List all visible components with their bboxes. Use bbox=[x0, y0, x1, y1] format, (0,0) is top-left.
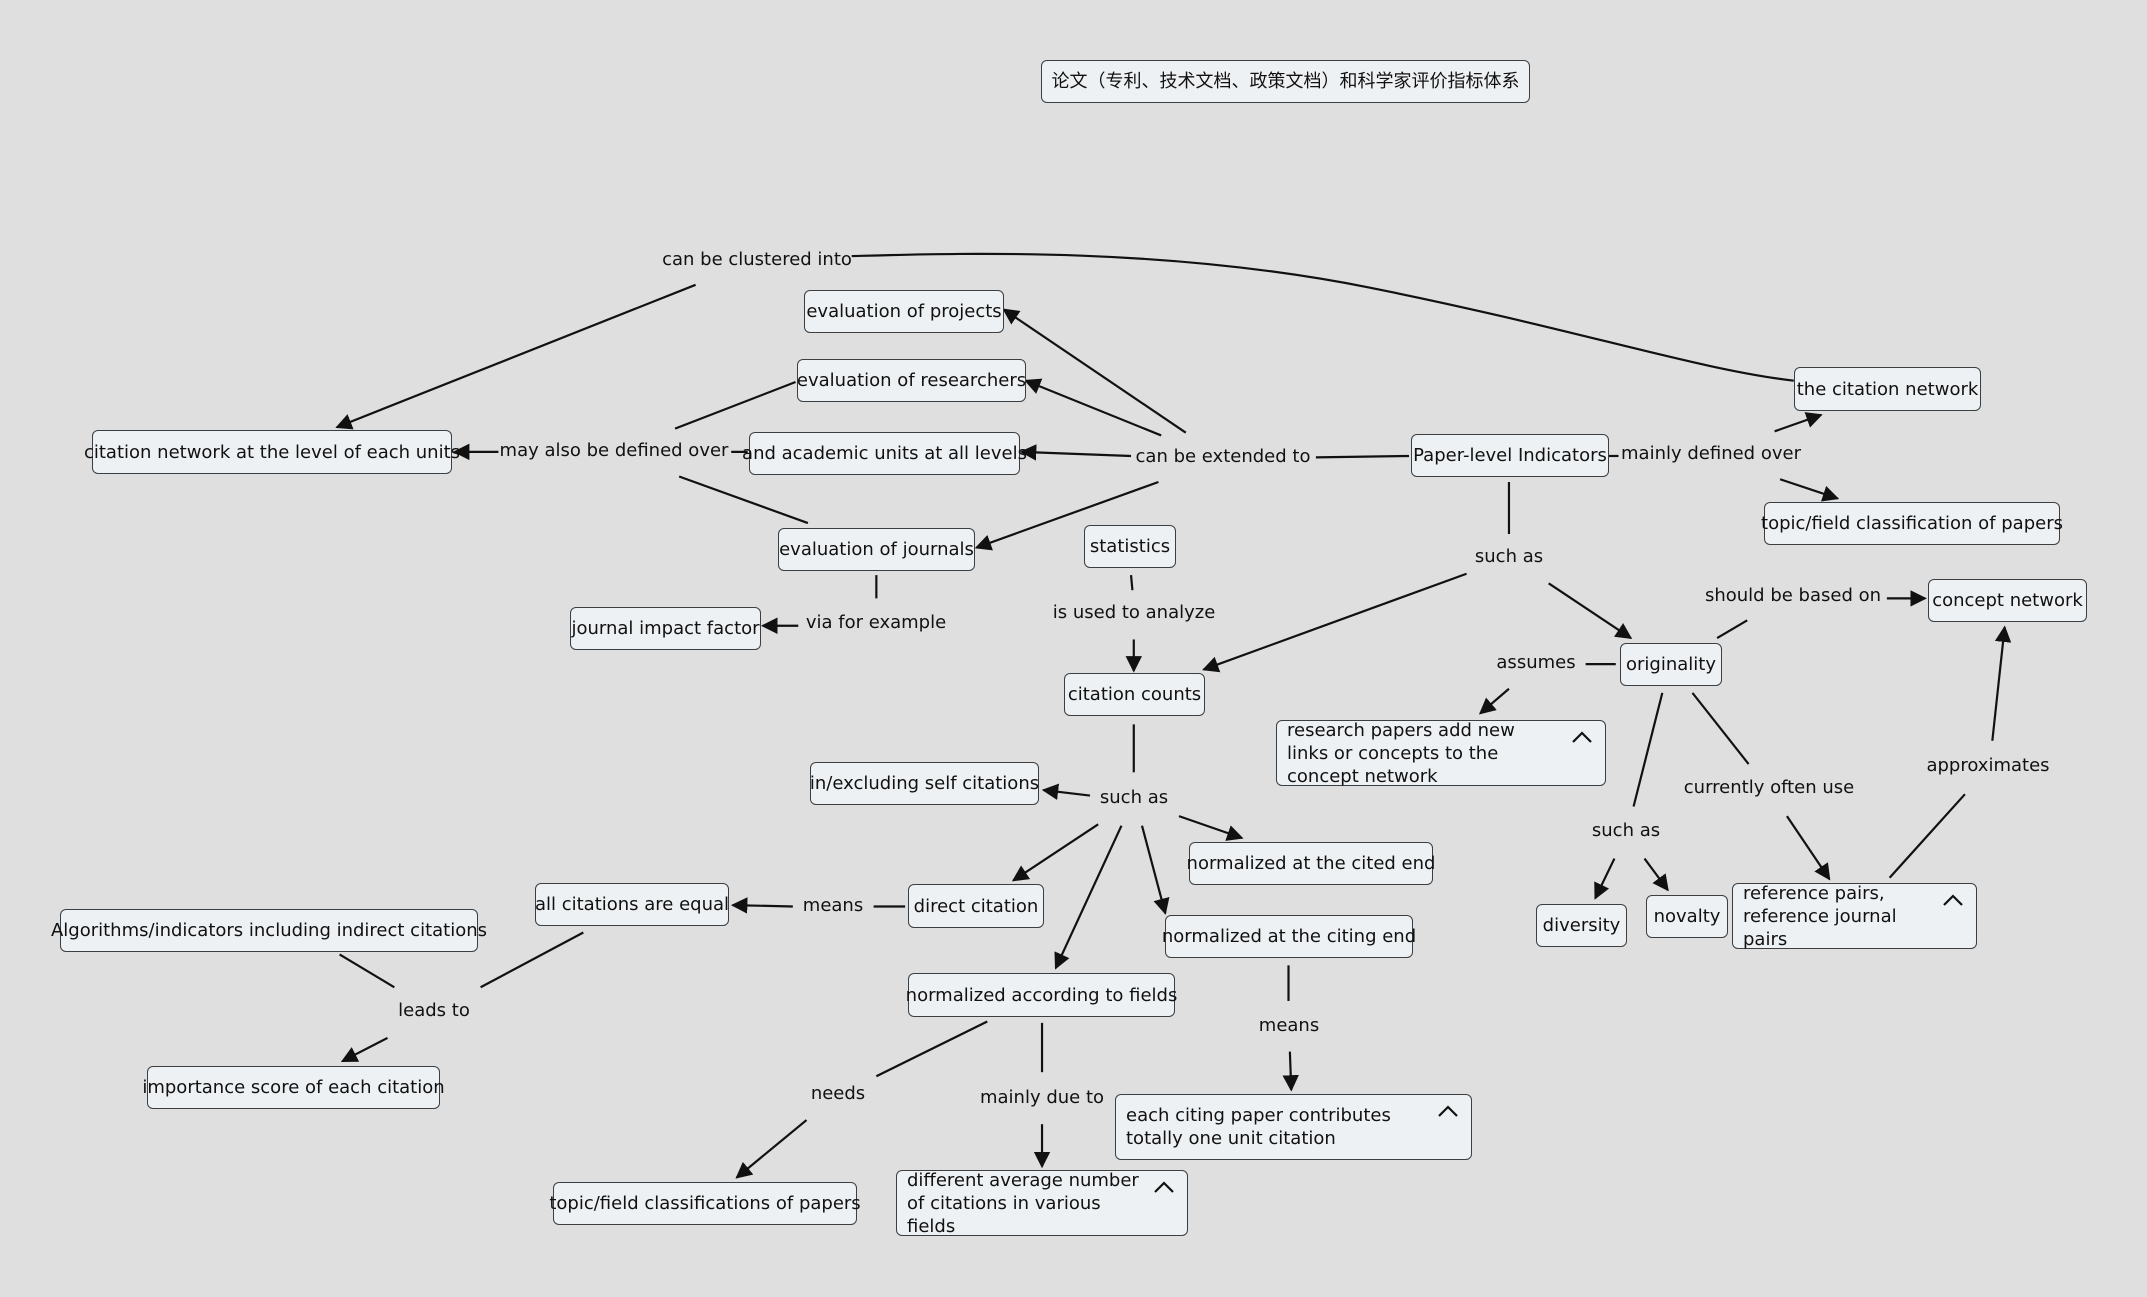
node-topic-field-classifications[interactable]: topic/field classifications of papers bbox=[549, 1182, 861, 1225]
chevron-up-icon[interactable] bbox=[1942, 893, 1964, 907]
link-label-is-used-to-analyze: is used to analyze bbox=[1052, 602, 1216, 623]
link-assumes-to-research-papers bbox=[1478, 687, 1510, 715]
link-such-as-to-citing-end bbox=[1140, 825, 1170, 915]
node-topic-field-classification[interactable]: topic/field classification of papers bbox=[1761, 502, 2063, 545]
link-label-mainly-due-to: mainly due to bbox=[979, 1087, 1105, 1108]
link-journals-to-defined-over bbox=[678, 475, 809, 525]
link-clustered-to-citation-network bbox=[851, 252, 1794, 382]
node-algorithms-indirect[interactable]: Algorithms/indicators including indirect… bbox=[51, 909, 487, 952]
link-label-such-as-paper: such as bbox=[1474, 546, 1544, 567]
node-concept-network[interactable]: concept network bbox=[1928, 579, 2087, 622]
link-label-should-be-based-on: should be based on bbox=[1704, 585, 1882, 606]
node-originality[interactable]: originality bbox=[1620, 643, 1722, 686]
link-leads-to-importance bbox=[340, 1036, 389, 1063]
link-mainly-to-topic bbox=[1779, 478, 1840, 502]
link-clustered-to-units bbox=[335, 283, 697, 430]
link-approximates-to-concept bbox=[1991, 625, 2012, 741]
node-research-papers-note-text: research papers add new links or concept… bbox=[1287, 719, 1515, 787]
link-mainly-to-citation-network bbox=[1774, 412, 1823, 433]
link-extended-to-academic bbox=[1019, 444, 1132, 461]
link-label-via-for-example: via for example bbox=[805, 612, 947, 633]
link-extended-to-journals bbox=[974, 480, 1159, 551]
node-importance-score[interactable]: importance score of each citation bbox=[142, 1066, 445, 1109]
node-normalized-citing-end[interactable]: normalized at the citing end bbox=[1162, 915, 1416, 958]
node-novalty[interactable]: novalty bbox=[1646, 895, 1728, 938]
link-originality-to-based-on bbox=[1716, 619, 1748, 640]
link-label-such-as-counts: such as bbox=[1099, 787, 1169, 808]
link-originality-to-currently bbox=[1691, 692, 1750, 765]
node-in-excluding-self[interactable]: in/excluding self citations bbox=[810, 762, 1039, 805]
node-evaluation-of-researchers[interactable]: evaluation of researchers bbox=[797, 359, 1026, 402]
link-label-leads-to: leads to bbox=[398, 1000, 470, 1021]
link-label-can-be-clustered-into: can be clustered into bbox=[662, 249, 852, 270]
node-journal-impact-factor[interactable]: journal impact factor bbox=[570, 607, 761, 650]
node-reference-pairs[interactable]: reference pairs, reference journal pairs bbox=[1732, 882, 1977, 950]
node-diversity[interactable]: diversity bbox=[1536, 904, 1627, 947]
link-label-may-also-be-defined-over: may also be defined over bbox=[499, 440, 729, 461]
link-equal-to-leads bbox=[480, 931, 584, 989]
node-all-citations-equal[interactable]: all citations are equal bbox=[535, 883, 729, 926]
link-algorithms-to-leads bbox=[339, 953, 395, 989]
node-evaluation-of-journals[interactable]: evaluation of journals bbox=[778, 528, 975, 571]
link-label-means-citing: means bbox=[1258, 1015, 1320, 1036]
node-paper-level-indicators[interactable]: Paper-level Indicators bbox=[1411, 434, 1609, 477]
link-such-as-to-self-citations bbox=[1041, 783, 1091, 800]
link-means-to-equal bbox=[730, 897, 793, 914]
link-label-assumes: assumes bbox=[1496, 652, 1576, 673]
node-research-papers-note[interactable]: research papers add new links or concept… bbox=[1276, 719, 1606, 787]
node-statistics[interactable]: statistics bbox=[1084, 525, 1176, 568]
link-such-as-to-citation-counts bbox=[1202, 572, 1467, 673]
link-label-means-direct: means bbox=[802, 895, 864, 916]
link-currently-to-reference-pairs bbox=[1786, 815, 1831, 881]
link-such-as-to-fields bbox=[1054, 825, 1123, 970]
node-evaluation-of-projects[interactable]: evaluation of projects bbox=[804, 290, 1004, 333]
node-each-citing-paper[interactable]: each citing paper contributes totally on… bbox=[1115, 1094, 1472, 1160]
node-the-citation-network[interactable]: the citation network bbox=[1794, 367, 1981, 411]
link-originality-to-such-as bbox=[1632, 692, 1664, 807]
link-statistics-to-analyze bbox=[1129, 575, 1134, 591]
link-paper-to-extended bbox=[1315, 454, 1410, 459]
node-different-average[interactable]: different average number of citations in… bbox=[896, 1169, 1188, 1237]
link-such-as-to-cited-end bbox=[1178, 815, 1244, 841]
diagram-title: 论文（专利、技术文档、政策文档）和科学家评价指标体系 bbox=[1041, 60, 1530, 103]
link-fields-to-needs bbox=[875, 1020, 988, 1078]
link-such-as-to-novalty bbox=[1643, 857, 1669, 892]
link-such-as-to-diversity bbox=[1594, 858, 1616, 900]
link-means-to-each-citing bbox=[1282, 1051, 1299, 1092]
node-different-average-text: different average number of citations in… bbox=[907, 1169, 1139, 1237]
chevron-up-icon[interactable] bbox=[1437, 1104, 1459, 1118]
node-direct-citation[interactable]: direct citation bbox=[908, 884, 1044, 928]
chevron-up-icon[interactable] bbox=[1153, 1180, 1175, 1194]
link-label-mainly-defined-over: mainly defined over bbox=[1621, 443, 1801, 464]
link-needs-to-topic-classifications bbox=[735, 1119, 808, 1179]
link-extended-to-researchers bbox=[1024, 378, 1162, 437]
link-researchers-to-defined-over bbox=[674, 381, 796, 430]
link-label-approximates: approximates bbox=[1926, 755, 2050, 776]
link-label-can-be-extended-to: can be extended to bbox=[1135, 446, 1311, 467]
link-label-currently-often-use: currently often use bbox=[1683, 777, 1855, 798]
link-such-as-to-originality bbox=[1548, 582, 1633, 640]
node-each-citing-paper-text: each citing paper contributes totally on… bbox=[1126, 1105, 1391, 1149]
node-citation-network-units[interactable]: citation network at the level of each un… bbox=[84, 430, 460, 474]
node-normalized-cited-end[interactable]: normalized at the cited end bbox=[1187, 842, 1435, 885]
node-normalized-fields[interactable]: normalized according to fields bbox=[906, 973, 1177, 1017]
chevron-up-icon[interactable] bbox=[1571, 730, 1593, 744]
node-citation-counts[interactable]: citation counts bbox=[1064, 673, 1205, 716]
link-label-such-as-originality: such as bbox=[1591, 820, 1661, 841]
node-reference-pairs-text: reference pairs, reference journal pairs bbox=[1743, 882, 1897, 950]
link-label-needs: needs bbox=[810, 1083, 866, 1104]
link-extended-to-projects bbox=[1002, 308, 1187, 434]
link-such-as-to-direct bbox=[1011, 823, 1099, 882]
node-academic-units[interactable]: and academic units at all levels bbox=[742, 432, 1027, 475]
link-reference-to-approximates bbox=[1888, 793, 1966, 879]
